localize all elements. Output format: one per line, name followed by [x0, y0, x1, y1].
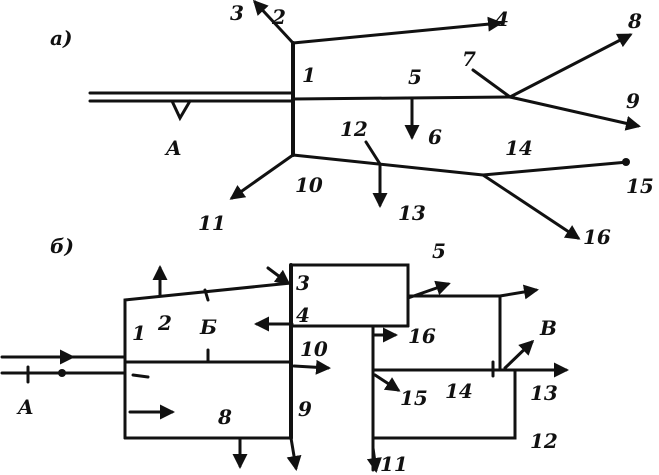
label-a-15: 15	[626, 174, 654, 198]
label-a-5: 5	[408, 65, 422, 89]
arrow-into-3	[266, 266, 291, 285]
label-a-3: 3	[230, 1, 244, 25]
label-a-6: 6	[428, 125, 442, 149]
branch-15	[481, 160, 630, 177]
label-a-13: 13	[398, 201, 426, 225]
tick-b-top	[203, 288, 210, 302]
label-a-1: 1	[302, 63, 316, 87]
label-b-1: 1	[132, 321, 146, 345]
label-a-11: 11	[198, 211, 226, 235]
label-b-15: 15	[400, 386, 428, 410]
branch-9	[508, 95, 641, 131]
label-b-14: 14	[445, 379, 473, 403]
label-a-8: 8	[627, 9, 642, 33]
label-a-9: 9	[626, 89, 640, 113]
label-b-4: 4	[296, 303, 310, 327]
branch-3	[252, 0, 295, 45]
leader-12	[364, 140, 382, 166]
branch-4	[291, 16, 503, 45]
box-14-outline	[371, 368, 517, 440]
box-3-outline	[289, 263, 410, 328]
diagram-b: б) A	[0, 234, 569, 475]
label-b-12: 12	[530, 429, 558, 453]
branch-lower	[291, 153, 485, 177]
input-label-b: A	[16, 395, 34, 419]
input-label-a: A	[164, 136, 182, 160]
label-b-10: 10	[300, 337, 328, 361]
label-b-11: 11	[380, 452, 408, 475]
label-b-8: 8	[217, 405, 232, 429]
label-a-14: 14	[505, 136, 533, 160]
branch-11	[229, 153, 295, 200]
label-a-4: 4	[495, 7, 509, 31]
label-a-7: 7	[462, 47, 476, 71]
branch-8	[508, 33, 633, 99]
arrow-10	[292, 359, 331, 375]
label-b-13: 13	[530, 381, 558, 405]
branch-16	[481, 173, 581, 240]
arrow-11	[366, 446, 382, 473]
tick-b-low	[131, 373, 150, 379]
arrow-down-b-2	[286, 436, 302, 471]
label-a-10: 10	[295, 173, 323, 197]
label-b-16: 16	[408, 324, 436, 348]
node-15	[622, 158, 630, 166]
arrow-v-mid	[503, 339, 535, 370]
input-bracket-a	[170, 99, 192, 122]
label-b-2: 2	[157, 311, 172, 335]
input-node-b	[58, 369, 66, 377]
branch-5	[291, 95, 512, 101]
label-b-zone-b: Б	[199, 315, 217, 339]
arrow-v-top	[498, 284, 539, 300]
label-b-5: 5	[432, 239, 446, 263]
leader-7	[471, 68, 512, 99]
label-a-2: 2	[271, 5, 286, 29]
label-b-3: 3	[296, 271, 310, 295]
arrow-15	[373, 373, 401, 392]
label-a-12: 12	[340, 117, 368, 141]
block-left-outline	[123, 281, 293, 440]
label-b-9: 9	[298, 397, 312, 421]
diagram-a: а) A 3 2 4 8 7 1 5 9 12 6	[50, 0, 654, 249]
label-a-16: 16	[583, 225, 611, 249]
panel-label-b: б)	[50, 234, 74, 258]
label-b-zone-v: В	[539, 316, 557, 340]
panel-label-a: а)	[50, 26, 72, 50]
